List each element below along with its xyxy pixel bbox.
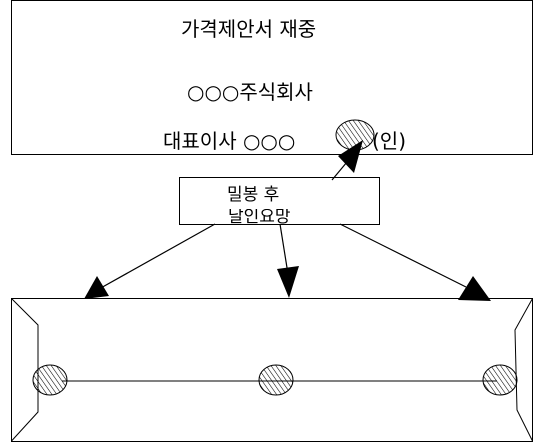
top-line-recipient: 가격제안서 재중 — [181, 17, 317, 41]
right-flap — [514, 298, 533, 442]
left-flap — [11, 298, 39, 442]
middle-line-sealed: 밀봉 후 — [227, 185, 280, 205]
seal-center — [258, 364, 294, 396]
arrow-center-line — [279, 223, 289, 275]
arrow-up-line — [331, 161, 348, 181]
arrow-left-head — [84, 276, 109, 299]
top-line-seal-mark: (인) — [372, 129, 407, 153]
seal-right — [482, 364, 518, 396]
top-line-representative: 대표이사 ○○○ — [163, 129, 296, 153]
middle-line-stamp-request: 날인요망 — [228, 209, 291, 224]
arrow-left-line — [98, 223, 216, 290]
seal-left — [32, 364, 68, 396]
arrow-right-head — [458, 276, 491, 301]
top-seal — [335, 119, 375, 151]
top-envelope-box — [11, 0, 533, 155]
arrow-right-line — [339, 223, 467, 288]
arrow-center-head — [277, 266, 299, 298]
top-line-company: ○○○주식회사 — [187, 80, 313, 104]
middle-label-box — [179, 177, 380, 225]
